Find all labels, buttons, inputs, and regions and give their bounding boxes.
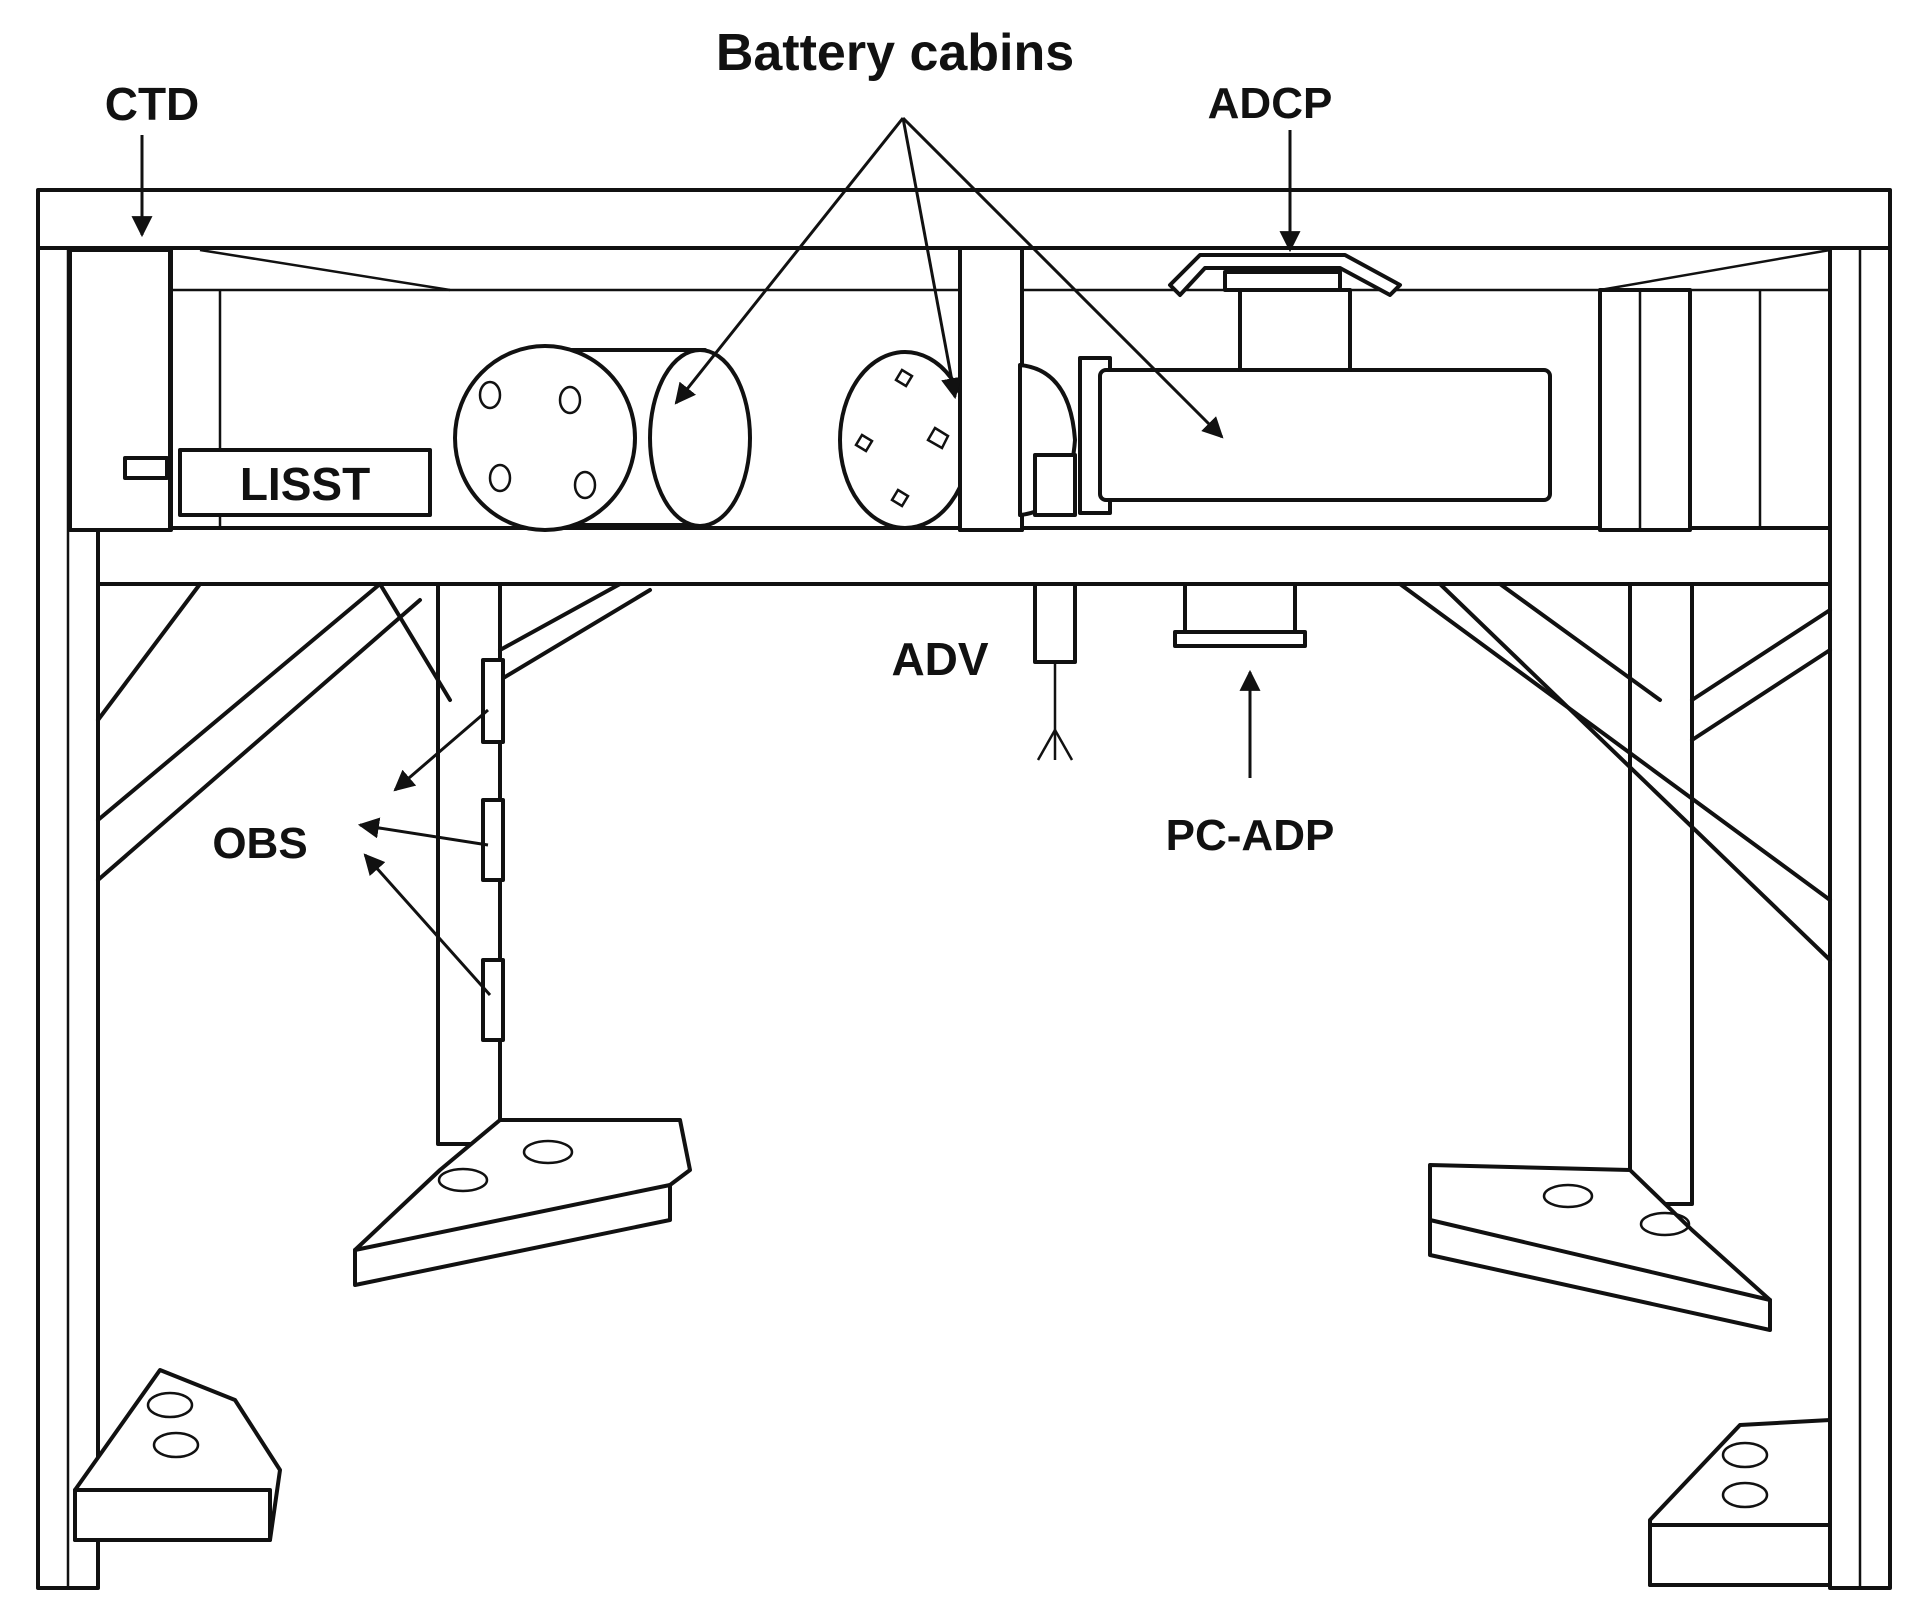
top-beam: [36, 188, 1892, 250]
adcp-unit: [1168, 253, 1402, 372]
ctd-label: CTD: [105, 78, 200, 130]
label-arrows: [131, 116, 1301, 996]
inner-right-leg: [1628, 582, 1694, 1206]
foot-pad-left-outer: [73, 1368, 282, 1542]
pc-adp-unit: [1173, 582, 1307, 648]
obs-sensor-3: [481, 958, 505, 1042]
battery-cabin-1: [453, 344, 752, 532]
obs-sensors: [481, 658, 505, 1042]
lisst-label: LISST: [240, 458, 370, 510]
adcp-label: ADCP: [1208, 79, 1333, 128]
pc-adp-label: PC-ADP: [1166, 811, 1335, 860]
ctd-housing: [68, 248, 172, 532]
obs-sensor-1: [481, 658, 505, 744]
battery-cabin-2: [838, 246, 1024, 532]
lisst-box: LISST: [178, 448, 432, 517]
foot-pad-left-inner: [353, 1118, 692, 1287]
adv-sensor: [1033, 453, 1077, 761]
battery-cabin-3: [1018, 356, 1552, 517]
adv-label: ADV: [891, 633, 988, 685]
obs-label: OBS: [212, 819, 307, 868]
foot-pad-right-outer: [1648, 1418, 1832, 1587]
foot-pad-right-inner: [1428, 1163, 1772, 1332]
battery-cabins-label: Battery cabins: [716, 24, 1074, 82]
obs-sensor-2: [481, 798, 505, 882]
mid-beam: [36, 526, 1892, 586]
